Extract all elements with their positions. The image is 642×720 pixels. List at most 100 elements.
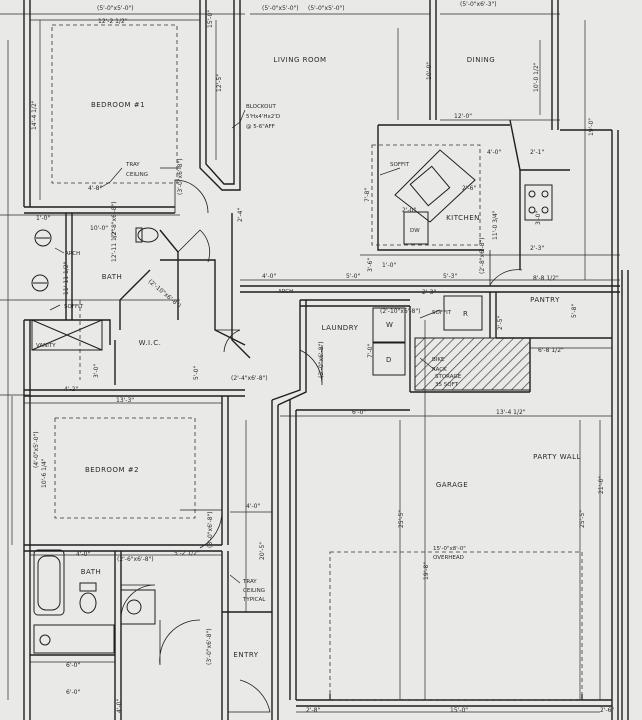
vanity-box: [120, 589, 156, 625]
dim-label: 7'-0": [367, 344, 374, 358]
dim-label: 7'-8": [364, 188, 371, 202]
note-typical: TYPICAL: [242, 597, 266, 603]
dim-label: 11'-0 3/4": [492, 210, 499, 240]
door-hall: [215, 329, 241, 353]
dim-label: (5'-0"x6'-3"): [460, 1, 497, 8]
storage-hatch: [414, 337, 531, 391]
dryer-box: [372, 342, 406, 376]
note-bike: BIKE: [432, 357, 445, 363]
dim-label: 6'-0": [66, 689, 80, 696]
walls: [23, 0, 629, 720]
dim-label: (2'-10"x6'-8"): [380, 308, 420, 315]
dim-label: 4'-0": [487, 149, 501, 156]
kitchen-island: [394, 149, 476, 223]
toilet-icon: [137, 227, 159, 243]
dim-label: 10'-0": [426, 62, 433, 80]
overhead-door-outline: [329, 551, 583, 701]
room-labels: LIVING ROOM DINING BEDROOM #1 KITCHEN BA…: [81, 56, 581, 659]
note-tray-typ: TRAY: [242, 579, 257, 585]
dim-label: 8'-8 1/2": [533, 275, 559, 282]
dim-label: 11'-11 1/2": [63, 261, 70, 295]
bathtub-icon: [33, 549, 65, 616]
note-blockout: BLOCKOUT: [246, 104, 276, 110]
label-pantry: PANTRY: [530, 296, 560, 304]
dim-label: (3'-0"x6'-8"): [318, 341, 325, 378]
dim-label: 1'-0": [382, 262, 396, 269]
sink-icon: [126, 599, 142, 615]
dim-label: (2'-6"x6'-8"): [117, 556, 154, 563]
door-bedroom1: [174, 179, 209, 214]
dim-label: 2'-6": [462, 185, 476, 192]
note-ceiling: CEILING: [126, 172, 148, 178]
dim-label: 4'-0": [116, 699, 123, 713]
dimension-lines: [0, 13, 620, 713]
dim-label: 2'-1": [530, 149, 544, 156]
dim-label: 20'-5": [259, 542, 266, 560]
dim-label: 2'-3": [422, 289, 436, 296]
note-storage: STORAGE: [435, 374, 462, 380]
dim-label: 6'-0": [352, 409, 366, 416]
dim-label: (3'-0"x6'-8"): [177, 158, 184, 195]
door-laundry: [299, 345, 323, 386]
door-pantry: [489, 250, 523, 287]
garage-overhead-frame: [329, 694, 583, 700]
dim-label: 4'-2": [64, 386, 78, 393]
dim-label: (5'-0"x5'-0"): [97, 5, 134, 12]
dim-label: 21'-0": [598, 476, 605, 494]
label-laundry: LAUNDRY: [322, 324, 359, 332]
dim-label: 10'-0": [90, 225, 108, 232]
dim-label: 2'-8": [306, 707, 320, 714]
dim-label: 12'-5": [216, 74, 223, 92]
dishwasher-box: [403, 211, 429, 245]
sink-icon: [31, 274, 49, 292]
label-refrigerator: R: [463, 310, 468, 318]
notes: BLOCKOUT 5'Hx4'Hx2'D @ 5-6"AFF TRAY CEIL…: [36, 104, 468, 603]
fixtures: [31, 149, 553, 654]
dim-label: 5'-8": [571, 304, 578, 318]
dim-label: 19'-0": [588, 118, 595, 136]
label-bedroom1: BEDROOM #1: [91, 101, 145, 109]
label-bath1: BATH: [102, 273, 123, 281]
dim-label: 12'-0": [454, 113, 472, 120]
shower-icon: [31, 319, 103, 351]
dim-label: 2'-3": [530, 245, 544, 252]
dim-label: (2'-8"x6'-8"): [479, 237, 486, 274]
label-wic: W.I.C.: [139, 339, 162, 347]
dim-label: 5'-2 1/2": [174, 550, 200, 557]
dim-label: 25'-5": [398, 510, 405, 528]
dim-label: 13'-3": [116, 397, 134, 404]
sink-icon: [34, 229, 52, 247]
label-garage: GARAGE: [436, 481, 468, 489]
dim-label: 2'-0": [402, 207, 416, 214]
note-ceiling-typ: CEILING: [243, 588, 265, 594]
dim-label: 2'-5": [497, 316, 504, 330]
note-blockout-height: @ 5-6"AFF: [246, 124, 275, 130]
door-bath1: [177, 229, 211, 263]
kitchen-sink-icon: [409, 165, 451, 207]
note-arch-bath: ARCH: [65, 251, 80, 257]
range-icon: [524, 184, 553, 221]
dim-label: 3'-0": [535, 211, 542, 225]
label-bath2: BATH: [81, 568, 102, 576]
note-overhead-size: 15'-0"x8'-0": [433, 546, 466, 552]
dim-label: 4'-8": [88, 185, 102, 192]
dim-label: 5'-0": [346, 273, 360, 280]
dim-label: 10'-6 1/4": [41, 458, 48, 488]
dim-label: (2'-10"x6'-8"): [147, 278, 183, 309]
door-bath2: [120, 584, 156, 621]
dim-label: 10'-0 1/2": [533, 62, 540, 92]
label-dryer: D: [386, 356, 392, 364]
note-soffit-laundry: SOFFIT: [432, 310, 452, 316]
dim-label: (3'-0"x6'-8"): [206, 628, 213, 665]
dim-label: 2'-6": [600, 707, 614, 714]
dim-label: (2'-8"x6'-8"): [111, 201, 118, 238]
tray-ceiling-bedroom2: [54, 417, 196, 519]
dim-label: (5'-0"x5'-0"): [262, 5, 299, 12]
dim-label: 4'-0": [76, 551, 90, 558]
label-dishwasher: DW: [410, 228, 420, 234]
dim-label: (4'-0"x5'-0"): [33, 431, 40, 468]
dim-label: 1'-0": [36, 215, 50, 222]
dim-label: (5'-0"x5'-0"): [308, 5, 345, 12]
dim-label: 2'-4": [237, 208, 244, 222]
